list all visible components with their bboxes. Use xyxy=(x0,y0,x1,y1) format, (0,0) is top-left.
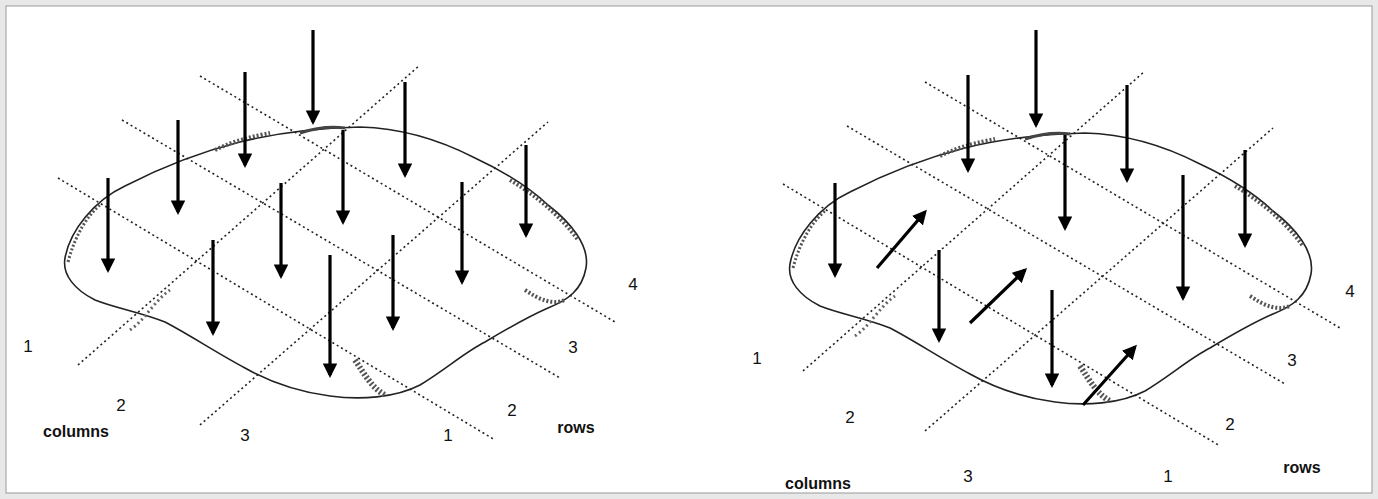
axis-label: rows xyxy=(557,420,594,436)
column-number: 3 xyxy=(963,468,972,485)
row-number: 4 xyxy=(1345,283,1354,300)
row-number: 2 xyxy=(507,402,516,419)
axis-label: columns xyxy=(43,424,109,440)
axis-label: columns xyxy=(785,476,851,492)
row-number: 3 xyxy=(568,339,577,356)
row-number: 4 xyxy=(628,276,637,293)
row-number: 1 xyxy=(443,427,452,444)
row-number: 3 xyxy=(1287,352,1296,369)
column-number: 3 xyxy=(240,427,249,444)
column-number: 1 xyxy=(752,350,761,367)
row-number: 1 xyxy=(1163,468,1172,485)
axis-label: rows xyxy=(1283,460,1320,476)
column-number: 1 xyxy=(23,338,32,355)
column-number: 2 xyxy=(845,409,854,426)
row-number: 2 xyxy=(1225,416,1234,433)
column-number: 2 xyxy=(116,397,125,414)
